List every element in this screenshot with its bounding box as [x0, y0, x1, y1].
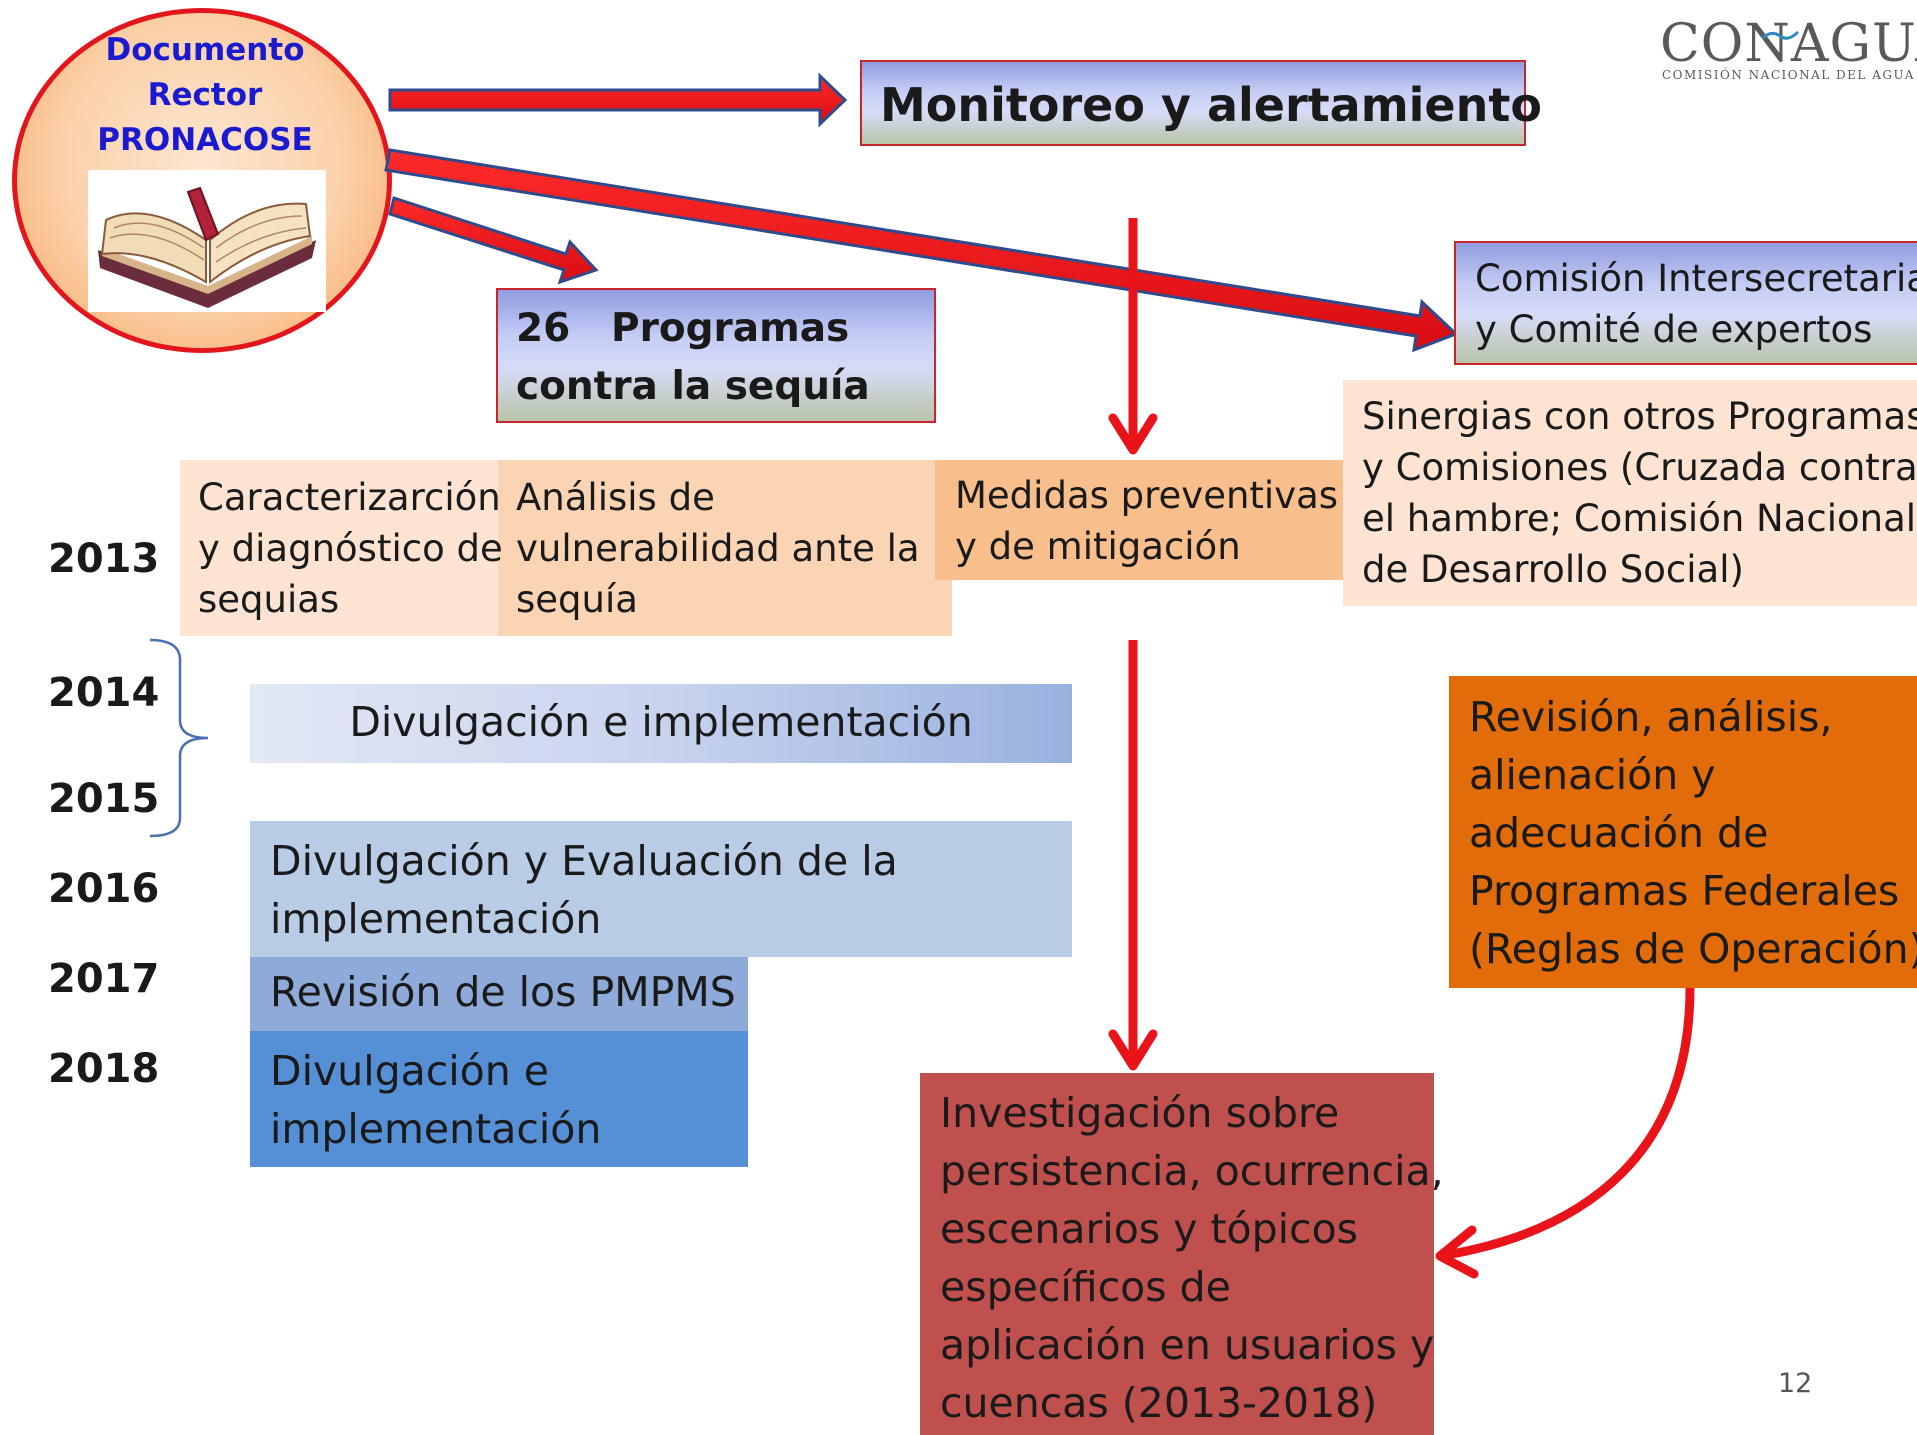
sinergias-text: Sinergias con otros Programas y Comision…: [1362, 395, 1917, 591]
evaluacion-2016-label: Divulgación y Evaluación de la implement…: [270, 837, 898, 943]
arrow-down-to-investigacion: [1108, 640, 1158, 1071]
year-2013: 2013: [48, 536, 160, 582]
investigacion-box: [920, 1073, 1434, 1435]
analisis-text: Análisis de vulnerabilidad ante la sequí…: [516, 476, 920, 621]
logo-wave-icon: [1761, 30, 1800, 40]
arrow-to-programas: [388, 196, 599, 285]
comision-label: Comisión Intersecretarial y Comité de ex…: [1475, 257, 1917, 351]
comision-box: [1454, 241, 1917, 365]
conagua-logo: CONAGUA: [1660, 14, 1917, 74]
year-2017: 2017: [48, 956, 160, 1002]
revision-2017-label: Revisión de los PMPMS: [270, 968, 736, 1016]
documento-rector-title: Documento Rector PRONACOSE: [97, 32, 313, 158]
programas-box: [496, 288, 936, 423]
caracterizacion-cell: [180, 460, 498, 636]
arrow-to-comision: [384, 148, 1459, 353]
revision-2017-bar: [250, 957, 748, 1031]
medidas-text: Medidas preventivas y de mitigación: [955, 474, 1339, 568]
curved-arrow-to-investigacion: [1435, 987, 1695, 1279]
page-number: 12: [1778, 1368, 1813, 1399]
caracterizacion-text: Caracterizarción y diagnóstico de sequia…: [198, 476, 503, 621]
medidas-cell: [935, 460, 1355, 580]
divulgacion-2014-label: Divulgación e implementación: [349, 698, 973, 746]
open-book-icon: [88, 170, 326, 312]
monitoreo-label: Monitoreo y alertamiento: [880, 78, 1542, 132]
arrow-to-monitoreo: [388, 72, 848, 128]
analisis-cell: [498, 460, 952, 636]
sinergias-cell: [1343, 380, 1917, 606]
monitoreo-box: [860, 60, 1526, 146]
year-2018: 2018: [48, 1046, 160, 1092]
year-2014: 2014: [48, 670, 160, 716]
programas-federales-box: [1449, 676, 1917, 988]
investigacion-label: Investigación sobre persistencia, ocurre…: [940, 1089, 1444, 1427]
conagua-logo-subtitle: COMISIÓN NACIONAL DEL AGUA: [1662, 68, 1915, 82]
year-bracket: [149, 638, 209, 838]
programas-label: 26 Programas contra la sequía: [516, 306, 870, 409]
evaluacion-2016-bar: [250, 821, 1072, 957]
arrow-down-to-medidas: [1108, 218, 1158, 455]
divulgacion-2014-bar: [250, 684, 1072, 763]
divulgacion-2018-label: Divulgación e implementación: [270, 1047, 602, 1153]
year-2016: 2016: [48, 866, 160, 912]
programas-federales-label: Revisión, análisis, alienación y adecuac…: [1469, 693, 1917, 973]
divulgacion-2018-bar: [250, 1031, 748, 1167]
year-2015: 2015: [48, 776, 160, 822]
